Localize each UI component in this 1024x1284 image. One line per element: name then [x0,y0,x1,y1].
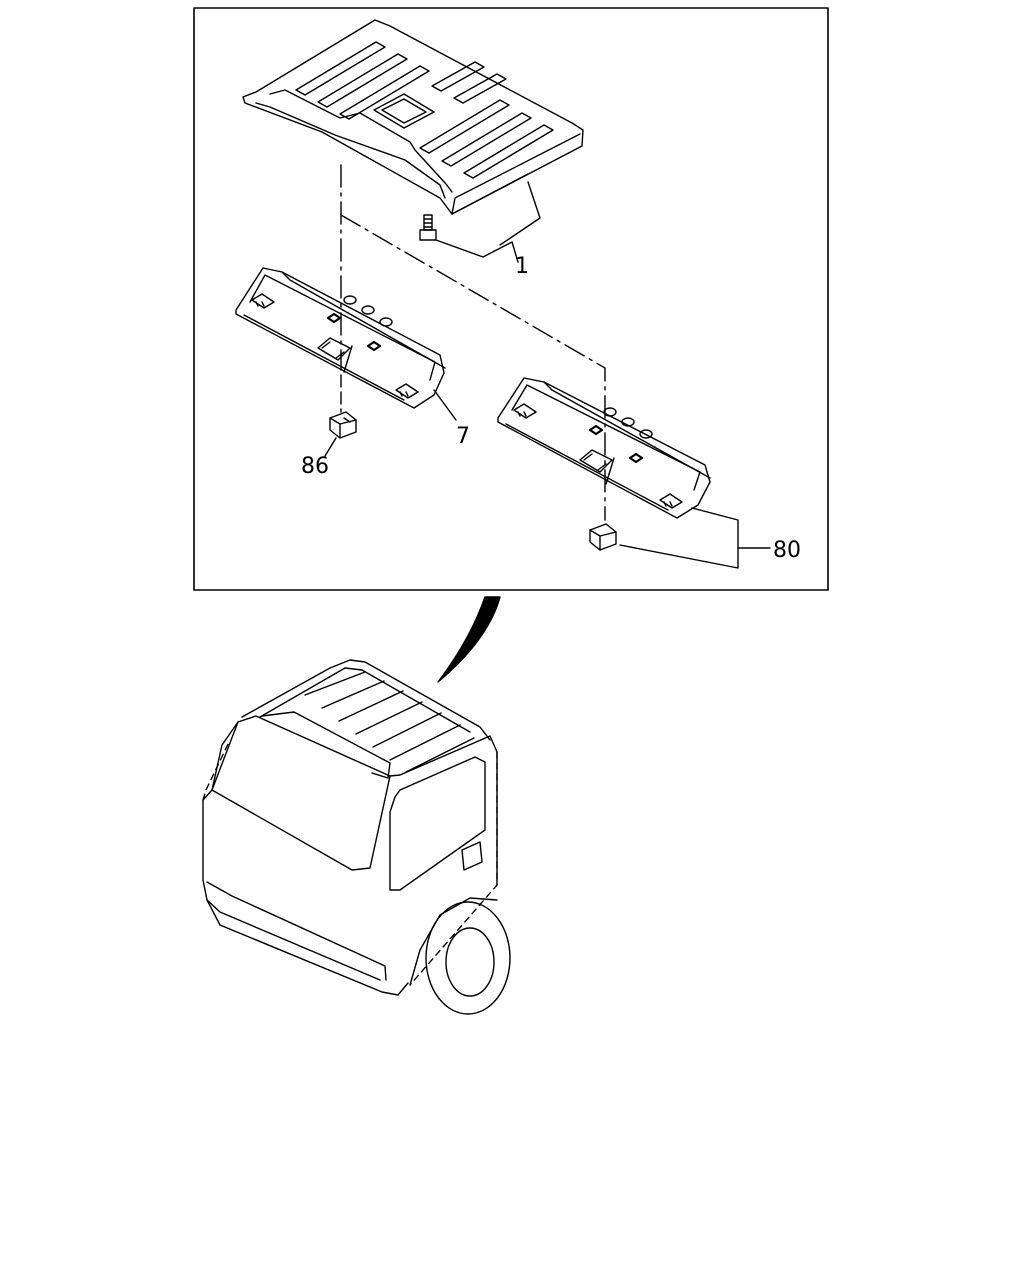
truck-cab [202,659,511,1015]
leader-1a [499,181,541,246]
detail-frame [193,7,829,591]
leader-80a [619,507,739,569]
leader-86 [324,437,337,457]
truck-cab-hidden-lines [202,739,498,986]
detail-pointer [437,596,501,683]
bolt-icon [419,214,437,241]
callout-part-7: 7 [456,424,470,449]
clip-80-icon [589,523,617,551]
callout-part-86: 86 [301,454,329,479]
assembly-line-right [340,214,606,521]
callout-part-1: 1 [515,254,529,279]
leader-1b [435,239,519,263]
callout-part-80: 80 [773,538,801,563]
clip-86-icon [329,411,357,439]
trim-panel-left [235,267,446,409]
leader-7 [433,389,457,421]
trim-panel-right [497,377,711,519]
roof-panel [242,19,584,215]
